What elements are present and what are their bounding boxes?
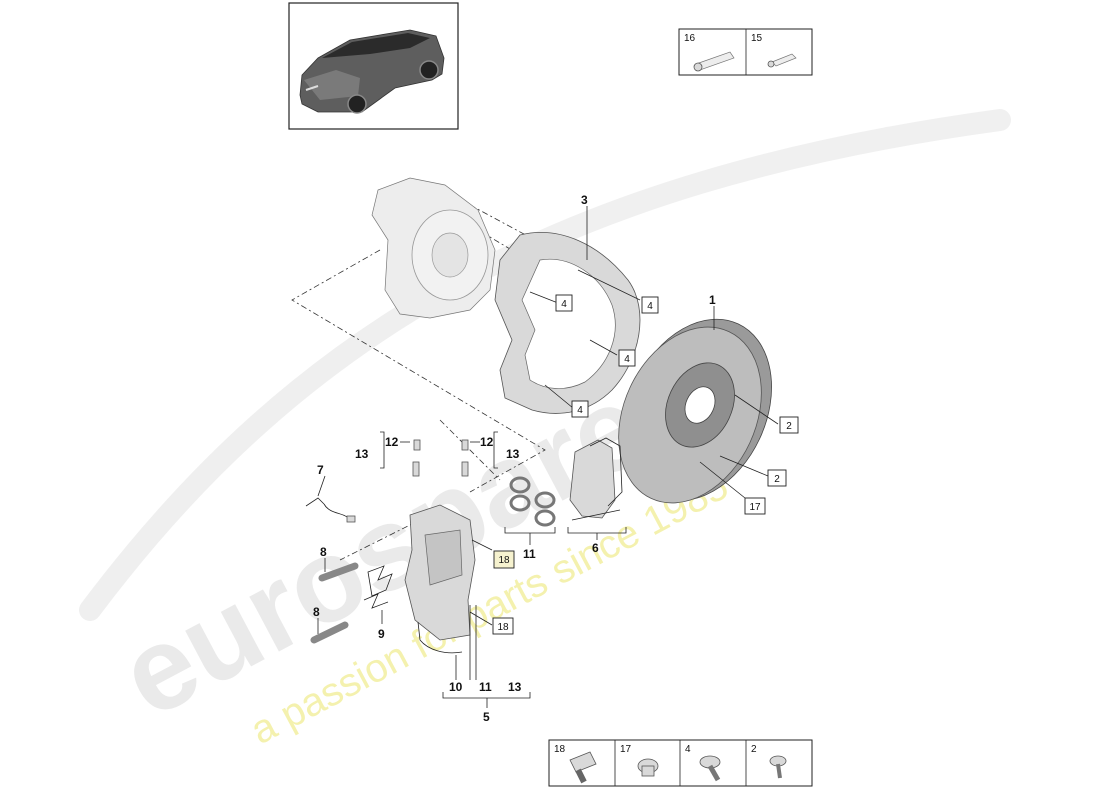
box-4-a: 4 [561,299,567,310]
box-4-c: 4 [624,354,630,365]
paste-tube-icon [767,53,797,68]
legend-top-16: 16 [684,33,696,44]
box-4-d: 4 [577,405,583,416]
dust-shield [494,232,641,414]
legend-top-15: 15 [751,33,763,44]
legend-bottom-4: 4 [685,744,691,755]
box-2-b: 2 [774,474,780,485]
legend-bottom-2: 2 [751,744,757,755]
callout-11-caliper: 11 [479,680,492,694]
boxed-callouts: 4 4 4 4 2 2 17 18 18 [492,294,799,635]
bolt-icon [699,755,721,782]
callout-6: 6 [592,541,599,555]
callout-1: 1 [709,293,716,307]
grease-tube-icon [693,51,735,72]
brake-pads [569,437,623,521]
callout-11-seals: 11 [523,547,536,561]
callout-8-upper: 8 [320,545,327,559]
legend-bottom-18: 18 [554,744,566,755]
box-17: 17 [749,502,761,513]
callout-12-left: 12 [385,435,399,449]
legend-bottom-17: 17 [620,744,632,755]
callout-8-lower: 8 [313,605,320,619]
box-2-a: 2 [786,421,792,432]
callout-7: 7 [317,463,324,477]
nut-icon [637,758,659,777]
screw-icon [769,755,787,779]
callout-3: 3 [581,193,588,207]
callout-13-left: 13 [355,447,369,461]
box-18-a: 18 [498,555,510,566]
callout-labels: 3 1 12 12 13 13 7 8 8 9 11 6 10 11 13 5 [313,193,716,724]
callout-9: 9 [378,627,385,641]
watermark: eurospares a passion for parts since 198… [79,109,1011,753]
box-18-b: 18 [497,622,509,633]
caliper-bolt-lower [310,621,349,644]
callout-5: 5 [483,710,490,724]
bleed-valves [412,439,469,477]
callout-13-right: 13 [506,447,520,461]
car-icon [299,29,445,114]
legend-top: 16 15 [678,28,813,76]
callout-13-caliper: 13 [508,680,522,694]
brake-caliper [404,504,476,641]
callout-10: 10 [449,680,463,694]
leader-lines [317,206,779,708]
flange-bolt-icon [569,751,597,784]
brake-disc [618,318,772,504]
brake-line [417,621,463,654]
wheel-carrier [371,177,496,319]
seal-rings [509,476,556,527]
box-4-b: 4 [647,301,653,312]
caliper-bolt-upper [318,562,359,582]
wear-sensor [305,497,356,523]
callout-12-right: 12 [480,435,494,449]
legend-bottom: 18 17 4 2 [548,739,813,787]
vehicle-thumbnail [288,2,459,130]
spring-clips [363,565,393,609]
